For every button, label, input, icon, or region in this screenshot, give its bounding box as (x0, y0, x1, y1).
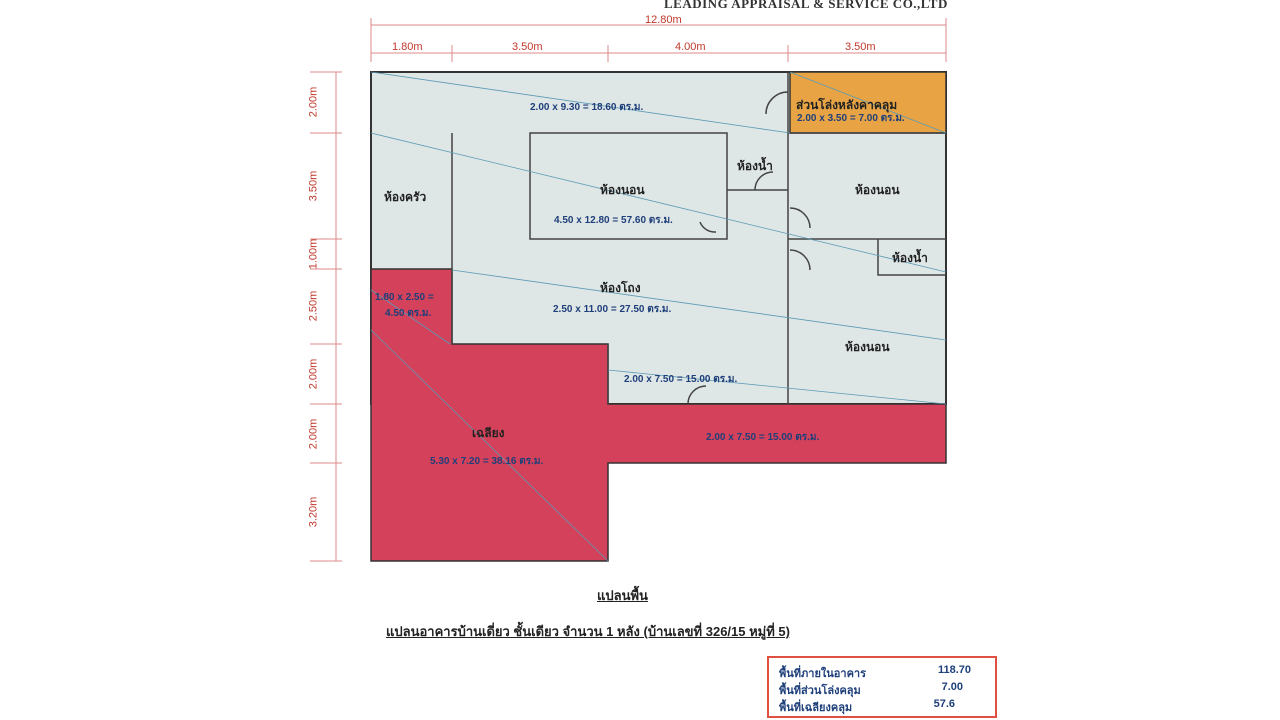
area-top-strip: 2.00 x 9.30 = 18.60 ตร.ม. (530, 102, 644, 113)
summary-row: พื้นที่เฉลียงคลุม 57.6 (779, 698, 985, 716)
summary-row: พื้นที่ส่วนโล่งคลุม 7.00 (779, 681, 985, 699)
room-porch: เฉลียง (472, 426, 505, 440)
height-dim-3: 1.00m (307, 238, 320, 270)
area-porch-strip: 2.00 x 7.50 = 15.00 ตร.ม. (706, 432, 820, 443)
width-dim-1: 1.80m (392, 41, 423, 53)
room-bedroom-3: ห้องนอน (845, 340, 890, 354)
height-dim-5: 2.00m (307, 358, 320, 390)
company-name: LEADING APPRAISAL & SERVICE CO.,LTD (664, 0, 948, 11)
height-dim-1: 2.00m (307, 86, 320, 118)
room-covered-open: ส่วนโล่งหลังคาคลุม (796, 98, 898, 112)
dimension-lines (310, 18, 947, 562)
area-hall: 2.50 x 11.00 = 27.50 ตร.ม. (553, 304, 672, 315)
width-dim-2: 3.50m (512, 41, 543, 53)
total-width-dim: 12.80m (645, 14, 682, 26)
summary-row: พื้นที่ภายในอาคาร 118.70 (779, 664, 985, 682)
area-porch-small-1: 1.80 x 2.50 = (375, 292, 434, 303)
height-dim-4: 2.50m (307, 290, 320, 322)
width-dim-3: 4.00m (675, 41, 706, 53)
area-covered-open: 2.00 x 3.50 = 7.00 ตร.ม. (797, 113, 905, 124)
area-lower-block: 2.00 x 7.50 = 15.00 ตร.ม. (624, 374, 738, 385)
area-main-block: 4.50 x 12.80 = 57.60 ตร.ม. (554, 215, 673, 226)
summary-value: 118.70 (937, 664, 971, 676)
height-dim-7: 3.20m (307, 496, 320, 528)
diagonal-lines (370, 71, 947, 562)
area-summary-box: พื้นที่ภายในอาคาร 118.70 พื้นที่ส่วนโล่งค… (767, 656, 997, 718)
plan-title: แปลนพื้น (597, 588, 648, 603)
summary-value: 57.6 (933, 698, 955, 710)
plan-subtitle: แปลนอาคารบ้านเดี่ยว ชั้นเดียว จำนวน 1 หล… (386, 624, 790, 639)
area-porch-main: 5.30 x 7.20 = 38.16 ตร.ม. (430, 456, 544, 467)
room-bathroom-1: ห้องน้ำ (737, 159, 773, 173)
summary-label: พื้นที่ภายในอาคาร (779, 668, 867, 680)
width-dim-4: 3.50m (845, 41, 876, 53)
summary-label: พื้นที่เฉลียงคลุม (779, 702, 853, 714)
walls (451, 72, 946, 405)
summary-label: พื้นที่ส่วนโล่งคลุม (779, 685, 861, 697)
room-kitchen: ห้องครัว (384, 190, 427, 204)
area-porch-small-2: 4.50 ตร.ม. (385, 308, 432, 319)
height-dim-6: 2.00m (307, 418, 320, 450)
summary-value: 7.00 (941, 681, 963, 693)
room-bathroom-2: ห้องน้ำ (892, 251, 928, 265)
room-bedroom-2: ห้องนอน (855, 183, 900, 197)
room-bedroom-1: ห้องนอน (600, 183, 645, 197)
room-hall: ห้องโถง (600, 281, 641, 295)
height-dim-2: 3.50m (307, 170, 320, 202)
